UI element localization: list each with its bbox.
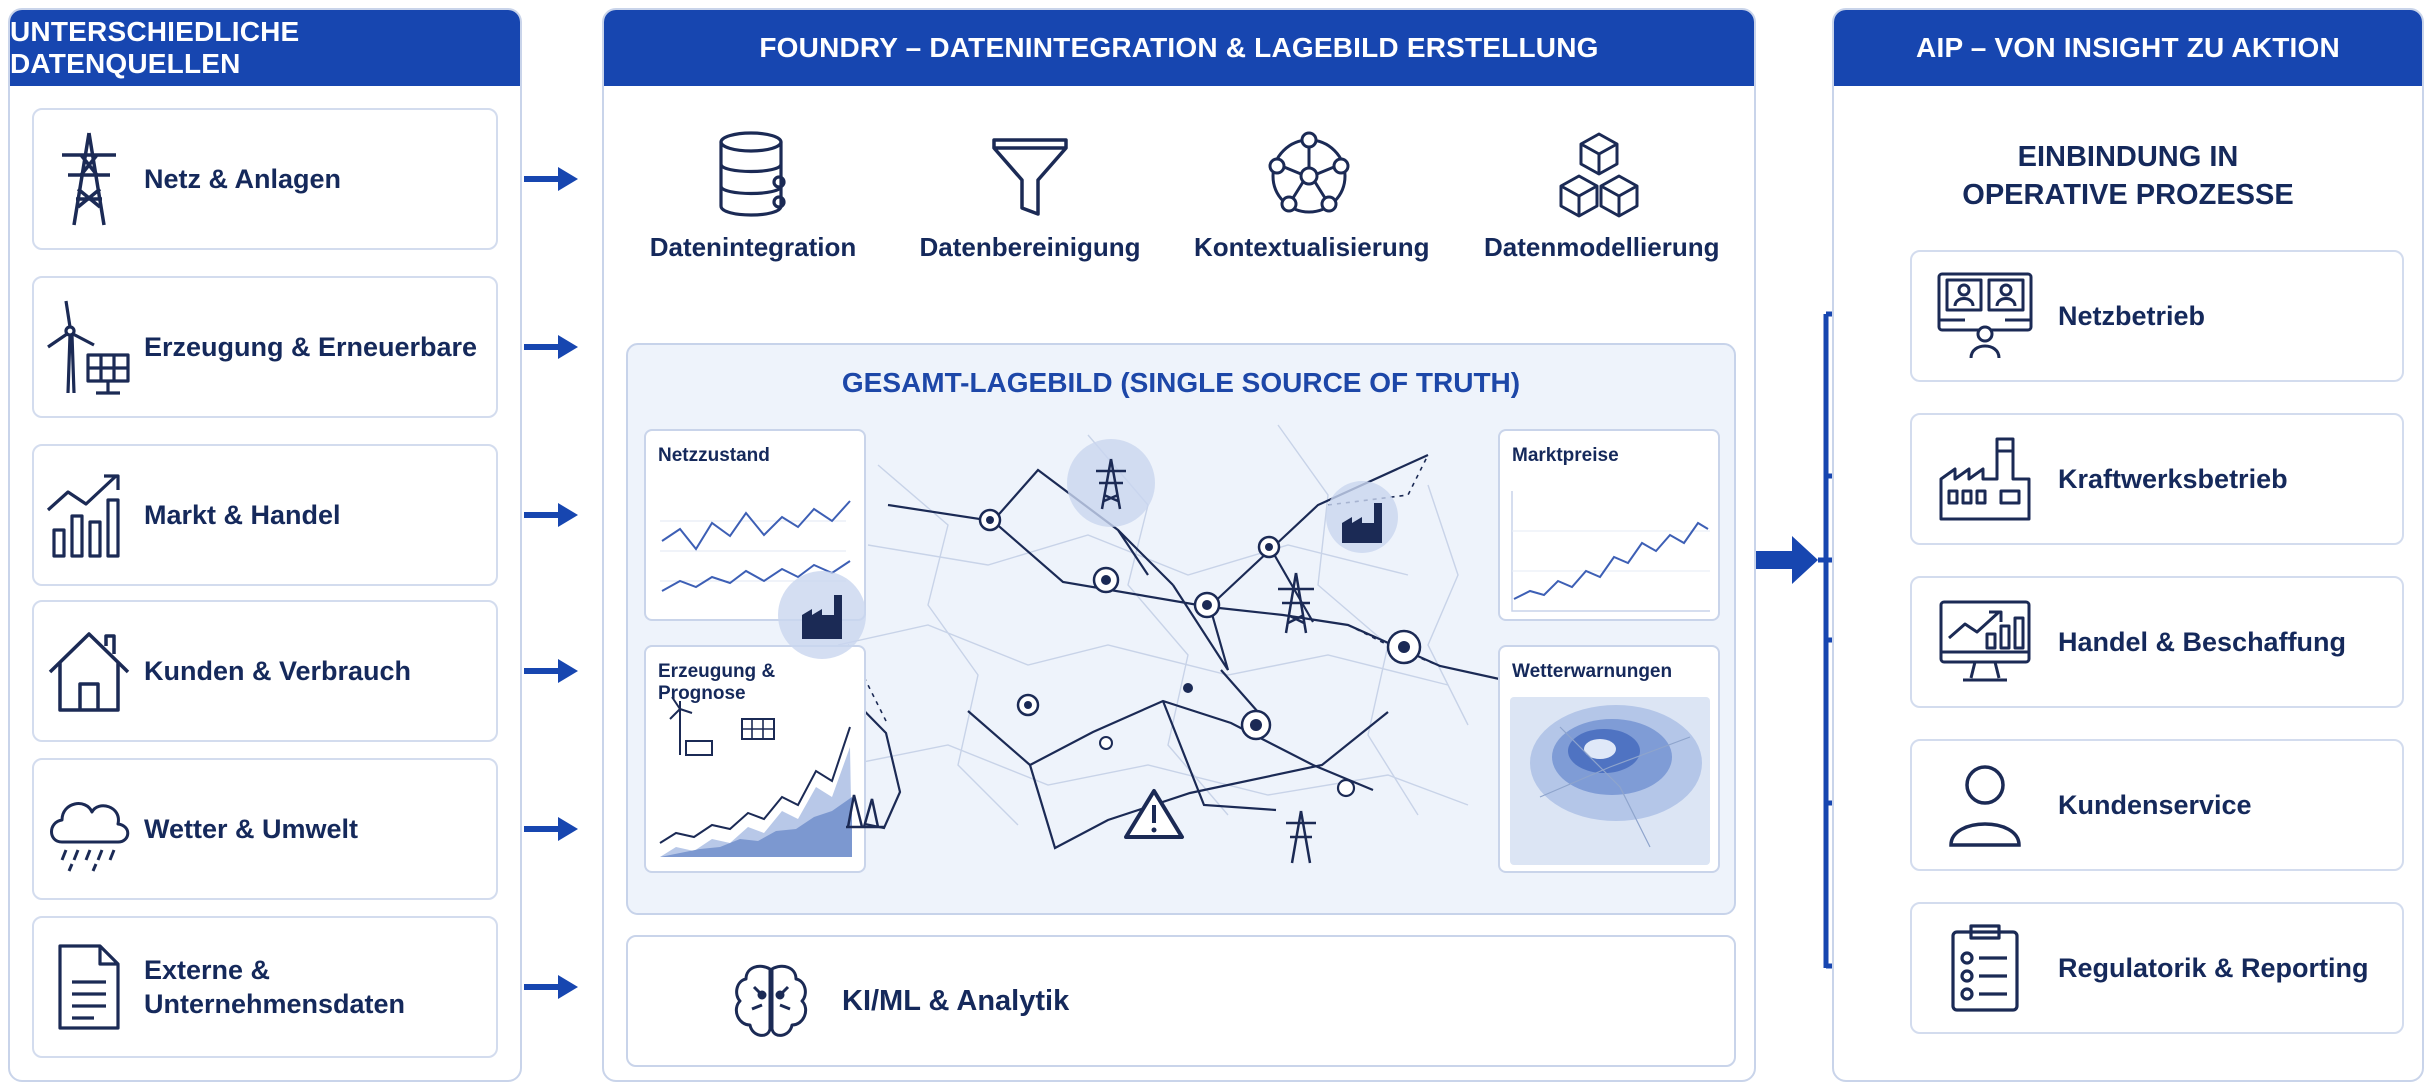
flow-arrow-right — [524, 659, 578, 683]
funnel-icon — [915, 130, 1145, 222]
step-datenmodellierung[interactable]: Datenmodellierung — [1484, 130, 1720, 263]
erzeugung-title: Erzeugung & Prognose — [658, 661, 776, 704]
source-card-extern[interactable]: Externe & Unternehmensdaten — [32, 916, 498, 1058]
step-label: Datenmodellierung — [1484, 232, 1720, 262]
chart-growth-icon — [34, 470, 144, 560]
action-card-kraftwerksbetrieb[interactable]: Kraftwerksbetrieb — [1910, 413, 2404, 545]
aip-header: AIP – VON INSIGHT ZU AKTION — [1834, 10, 2422, 86]
sources-header: UNTERSCHIEDLICHE DATENQUELLEN — [10, 10, 520, 86]
control-room-icon — [1912, 270, 2058, 362]
source-card-wetter[interactable]: Wetter & Umwelt — [32, 758, 498, 900]
aip-subtitle: EINBINDUNG IN OPERATIVE PROZESSE — [1962, 141, 2294, 211]
power-tower-icon — [34, 129, 144, 229]
wetterwarnungen-title: Wetterwarnungen — [1512, 661, 1673, 682]
flow-arrow-right — [524, 167, 578, 191]
source-card-markt[interactable]: Markt & Handel — [32, 444, 498, 586]
foundry-header: FOUNDRY – DATENINTEGRATION & LAGEBILD ER… — [604, 10, 1754, 86]
erzeugung-panel[interactable]: Erzeugung & Prognose — [644, 645, 866, 873]
action-label: Kundenservice — [2058, 789, 2252, 820]
step-datenbereinigung[interactable]: Datenbereinigung — [915, 130, 1145, 263]
factory-icon — [1912, 435, 2058, 523]
map-tower-node — [1067, 439, 1316, 864]
sources-panel: UNTERSCHIEDLICHE DATENQUELLEN Netz & Anl… — [8, 8, 522, 1082]
flow-arrow-right — [524, 975, 578, 999]
analytics-label: KI/ML & Analytik — [842, 984, 1070, 1017]
analytics-card[interactable]: KI/ML & Analytik — [626, 935, 1736, 1067]
flow-arrow-right — [524, 817, 578, 841]
marktpreise-title: Marktpreise — [1512, 445, 1619, 466]
step-label: Kontextualisierung — [1194, 232, 1430, 262]
cloud-rain-icon — [34, 784, 144, 874]
marktpreise-panel[interactable]: Marktpreise — [1498, 429, 1720, 621]
action-card-handel[interactable]: Handel & Beschaffung — [1910, 576, 2404, 708]
step-datenintegration[interactable]: Datenintegration — [638, 130, 868, 263]
warning-icon — [1124, 789, 1184, 839]
person-icon — [1912, 761, 2058, 849]
lagebild-title: GESAMT-LAGEBILD (SINGLE SOURCE OF TRUTH) — [841, 367, 1521, 398]
action-card-kundenservice[interactable]: Kundenservice — [1910, 739, 2404, 871]
marktpreise-sparkline — [1511, 491, 1710, 612]
map-factory-node — [778, 481, 1398, 829]
action-card-regulatorik[interactable]: Regulatorik & Reporting — [1910, 902, 2404, 1034]
database-icon — [638, 130, 868, 222]
source-card-kunden[interactable]: Kunden & Verbrauch — [32, 600, 498, 742]
step-label: Datenbereinigung — [919, 232, 1141, 262]
source-label: Markt & Handel — [144, 500, 341, 530]
wind-solar-icon — [34, 297, 144, 397]
document-icon — [34, 942, 144, 1032]
source-card-erzeugung[interactable]: Erzeugung & Erneuerbare — [32, 276, 498, 418]
action-label: Netzbetrieb — [2058, 300, 2206, 331]
map-node-marker — [978, 508, 1422, 798]
step-kontextualisierung[interactable]: Kontextualisierung — [1194, 130, 1430, 263]
weather-heatmap — [1510, 697, 1710, 865]
step-label: Datenintegration — [649, 232, 857, 262]
map-node-icons — [778, 439, 1422, 864]
clipboard-icon — [1912, 922, 2058, 1014]
house-icon — [34, 628, 144, 714]
action-label: Regulatorik & Reporting — [2058, 952, 2369, 983]
aip-panel: AIP – VON INSIGHT ZU AKTION EINBINDUNG I… — [1832, 8, 2424, 1082]
action-card-netzbetrieb[interactable]: Netzbetrieb — [1910, 250, 2404, 382]
source-label: Kunden & Verbrauch — [144, 656, 412, 686]
source-label: Netz & Anlagen — [144, 164, 342, 194]
network-icon — [1194, 130, 1424, 222]
source-label: Erzeugung & Erneuerbare — [144, 332, 478, 362]
monitor-chart-icon — [1912, 598, 2058, 686]
erzeugung-area-chart — [659, 696, 852, 857]
cubes-icon — [1484, 130, 1714, 222]
lagebild-map[interactable]: GESAMT-LAGEBILD (SINGLE SOURCE OF TRUTH)… — [626, 343, 1736, 915]
source-label: Externe & Unternehmensdaten — [144, 955, 406, 1019]
wetterwarnungen-panel[interactable]: Wetterwarnungen — [1498, 645, 1720, 873]
action-label: Handel & Beschaffung — [2058, 626, 2347, 657]
flow-arrow-right — [524, 335, 578, 359]
flow-arrow-right — [524, 503, 578, 527]
source-label: Wetter & Umwelt — [144, 814, 359, 844]
action-label: Kraftwerksbetrieb — [2058, 463, 2288, 494]
netzzustand-title: Netzzustand — [658, 445, 770, 466]
source-card-netz[interactable]: Netz & Anlagen — [32, 108, 498, 250]
foundry-panel: FOUNDRY – DATENINTEGRATION & LAGEBILD ER… — [602, 8, 1756, 1082]
brain-icon — [730, 961, 812, 1041]
